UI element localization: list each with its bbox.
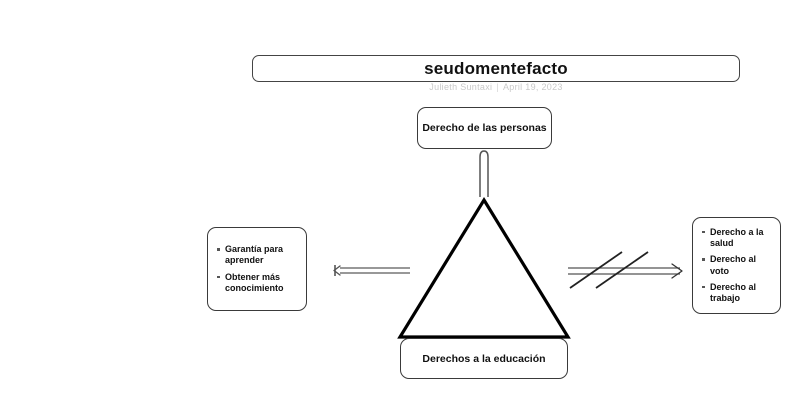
byline-author: Julieth Suntaxi [429,82,493,92]
list-item: Derecho a la salud [702,227,774,250]
node-top-supraordinada[interactable]: Derecho de las personas [417,107,552,149]
list-item: Obtener más conocimiento [217,272,300,295]
byline-date: April 19, 2023 [502,82,563,92]
arrow-right-negated-icon [568,251,683,289]
negation-slash-1 [569,251,623,289]
central-triangle-shape [397,196,571,339]
title-box: seudomentefacto [252,55,740,82]
node-bottom-label: Derechos a la educación [422,352,546,365]
byline-separator: | [496,82,499,92]
node-right-list: Derecho a la salud Derecho al voto Derec… [693,222,780,310]
node-right-exclusion[interactable]: Derecho a la salud Derecho al voto Derec… [692,217,781,314]
node-left-isoordinada[interactable]: Garantía para aprender Obtener más conoc… [207,227,307,311]
node-bottom-infraordinada[interactable]: Derechos a la educación [400,338,568,379]
list-item: Derecho al voto [702,254,774,277]
arrow-up-icon [479,150,489,197]
node-top-label: Derecho de las personas [422,122,547,134]
byline: Julieth Suntaxi|April 19, 2023 [252,82,740,92]
list-item: Garantía para aprender [217,244,300,267]
page-title: seudomentefacto [424,58,568,78]
negation-slash-2 [595,251,649,289]
list-item: Derecho al trabajo [702,282,774,305]
arrow-left-icon [333,265,410,276]
node-left-list: Garantía para aprender Obtener más conoc… [208,239,306,299]
